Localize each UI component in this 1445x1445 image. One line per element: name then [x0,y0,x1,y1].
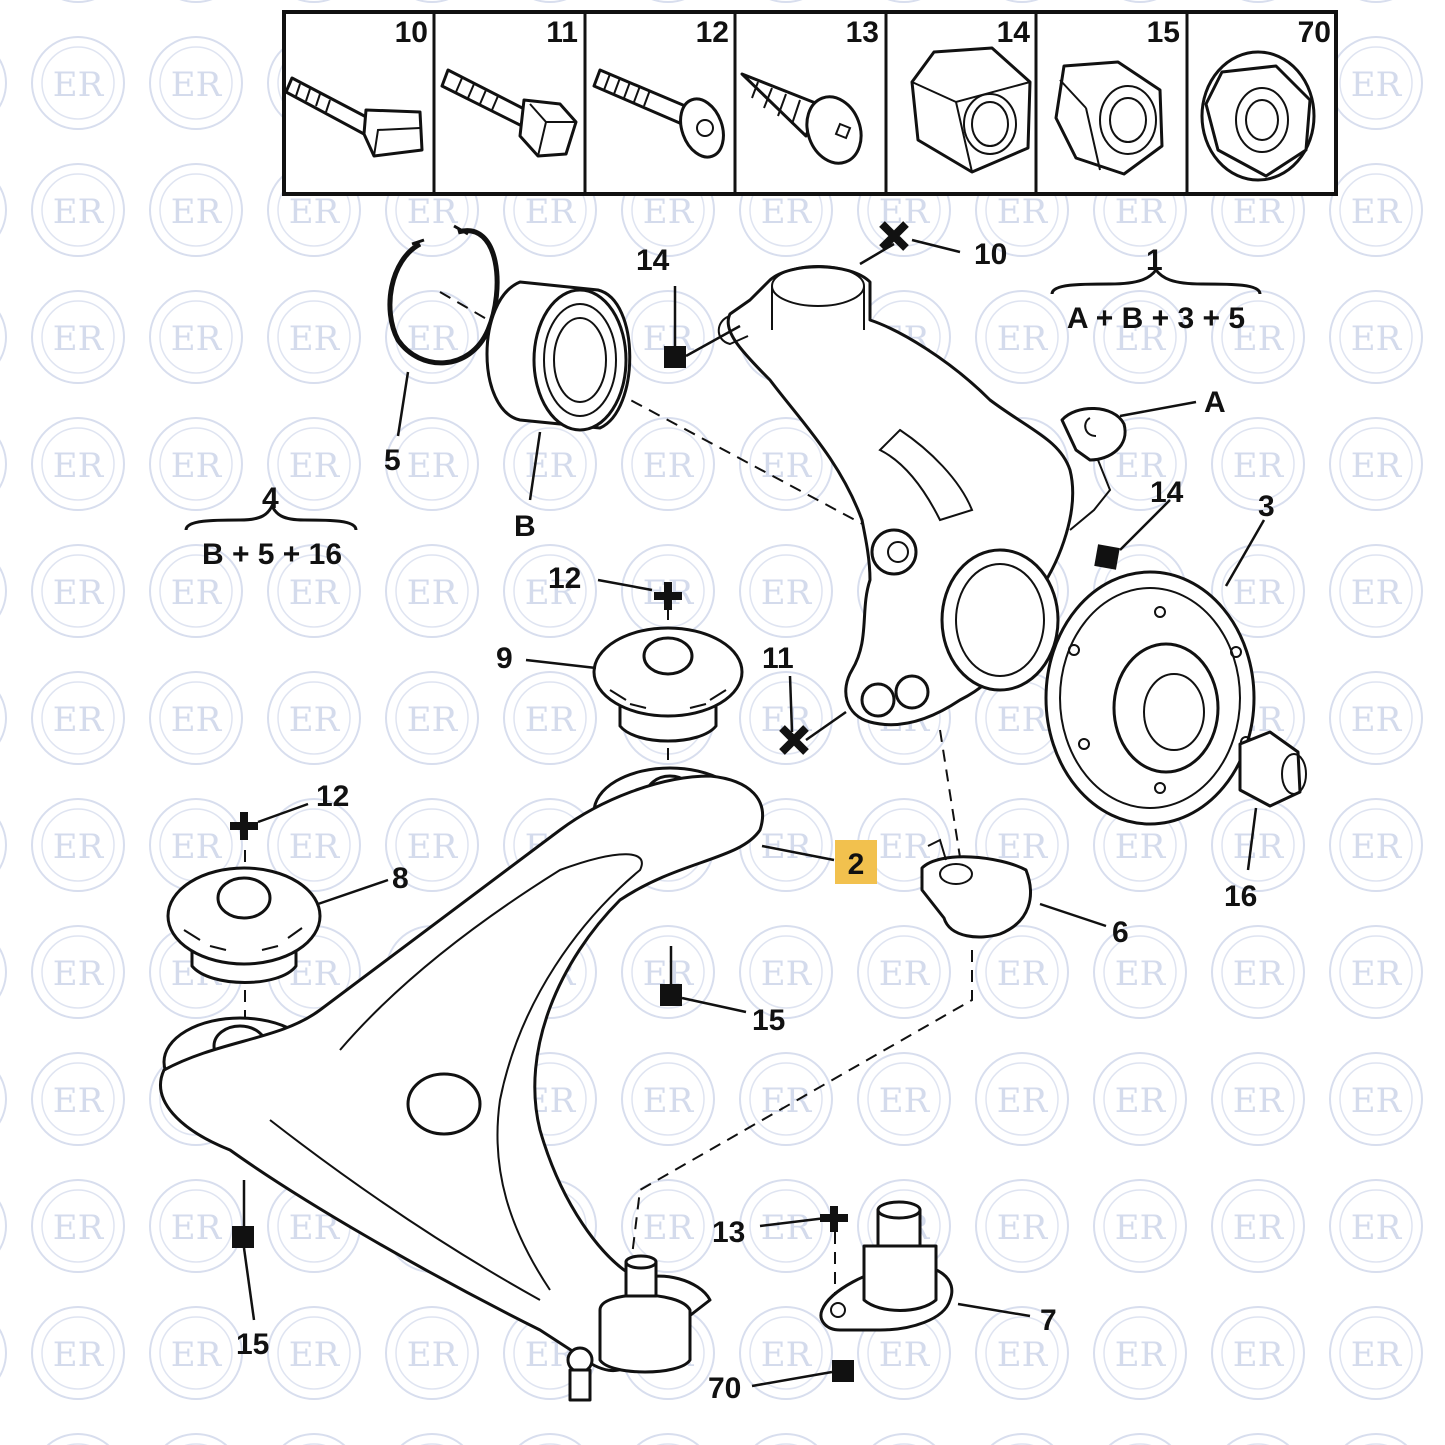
callout-12b: 12 [316,780,349,813]
callout-15b: 15 [236,1328,269,1361]
cross-marker-12a [654,582,682,610]
arm-ball-joint [598,1254,692,1374]
steering-knuckle-1 [717,265,1127,727]
fit-symbols [230,221,1120,1382]
callout-2: 2 [848,848,865,881]
leader-lines [242,238,1266,1388]
callout-9: 9 [496,642,513,675]
ball-joint-7 [819,1200,954,1332]
callout-15a: 15 [752,1004,785,1037]
screw-13-icon [740,72,863,165]
fastener-strip: 10 11 12 13 14 15 70 [282,10,1338,196]
strip-label-15: 15 [1147,16,1180,49]
callout-14b: 14 [1150,476,1184,509]
callout-5: 5 [384,444,401,477]
callout-13: 13 [712,1216,745,1249]
strip-label-14: 14 [997,16,1031,49]
callout-1: 1 [1146,244,1163,277]
circlip-5 [387,224,500,366]
square-marker-15a [660,984,682,1006]
callout-B: B [514,510,536,543]
callout-3: 3 [1258,490,1275,523]
callout-12a: 12 [548,562,581,595]
bracket-6 [920,838,1032,939]
callout-6: 6 [1112,916,1129,949]
square-marker-70 [832,1360,854,1382]
callout-1-formula: A + B + 3 + 5 [1067,302,1245,335]
strip-label-13: 13 [846,16,879,49]
brace-1 [1050,267,1262,295]
bolt-11-icon [440,68,578,158]
callout-16: 16 [1224,880,1257,913]
callout-A: A [1204,386,1226,419]
nut-14-icon [910,46,1032,174]
strip-label-70: 70 [1298,16,1331,49]
callout-11: 11 [762,642,794,675]
brace-4 [184,502,358,531]
wheel-bearing-B [485,280,632,432]
bushing-9 [592,626,744,743]
callout-70: 70 [708,1372,741,1405]
square-marker-14b [1094,544,1120,570]
callout-8: 8 [392,862,409,895]
flange-nut-70-icon [1200,50,1316,182]
callout-4-formula: B + 5 + 16 [202,538,342,571]
callout-2-highlight [835,840,877,884]
strip-label-12: 12 [696,16,729,49]
cross-marker-10 [879,221,909,251]
strip-label-10: 10 [395,16,428,49]
callout-14a: 14 [636,244,670,277]
cross-marker-11 [779,725,809,755]
cross-marker-12b [230,812,258,840]
square-marker-14a [664,346,686,368]
callout-4: 4 [262,482,279,515]
strip-label-11: 11 [546,16,578,49]
bolt-12-icon [592,68,725,159]
flange-nut-15-icon [1054,60,1164,176]
callout-10: 10 [974,238,1007,271]
callout-7: 7 [1040,1304,1057,1337]
square-marker-15b [232,1226,254,1248]
hub-3 [1044,570,1256,826]
bolt-10-icon [284,76,424,158]
hub-nut-16 [1238,730,1307,808]
control-arm-2 [159,774,765,1402]
bushing-8 [166,866,322,984]
callout-labels: 10 14 1 A + B + 3 + 5 A 14 3 5 B 4 B + 5… [202,238,1275,1405]
